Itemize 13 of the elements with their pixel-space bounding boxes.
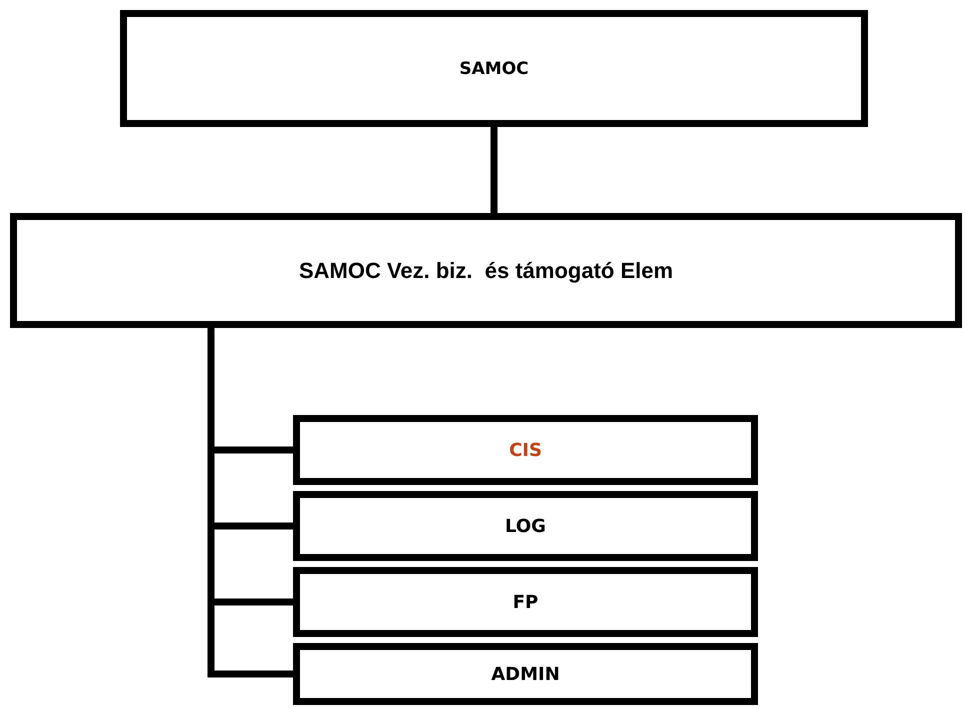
unit-box [293, 491, 758, 561]
org-box [10, 213, 962, 328]
connector-line [490, 127, 498, 213]
box-label: LOG [505, 516, 546, 536]
box-label: ADMIN [491, 664, 560, 684]
box-label: SAMOC Vez. biz. és támogató Elem [298, 258, 674, 284]
box-label: SAMOC [459, 58, 529, 78]
unit-box [293, 415, 758, 485]
unit-box [293, 567, 758, 637]
box-label: FP [512, 592, 538, 612]
org-box [120, 10, 868, 127]
box-label: CIS [509, 440, 542, 460]
unit-box [293, 643, 758, 705]
